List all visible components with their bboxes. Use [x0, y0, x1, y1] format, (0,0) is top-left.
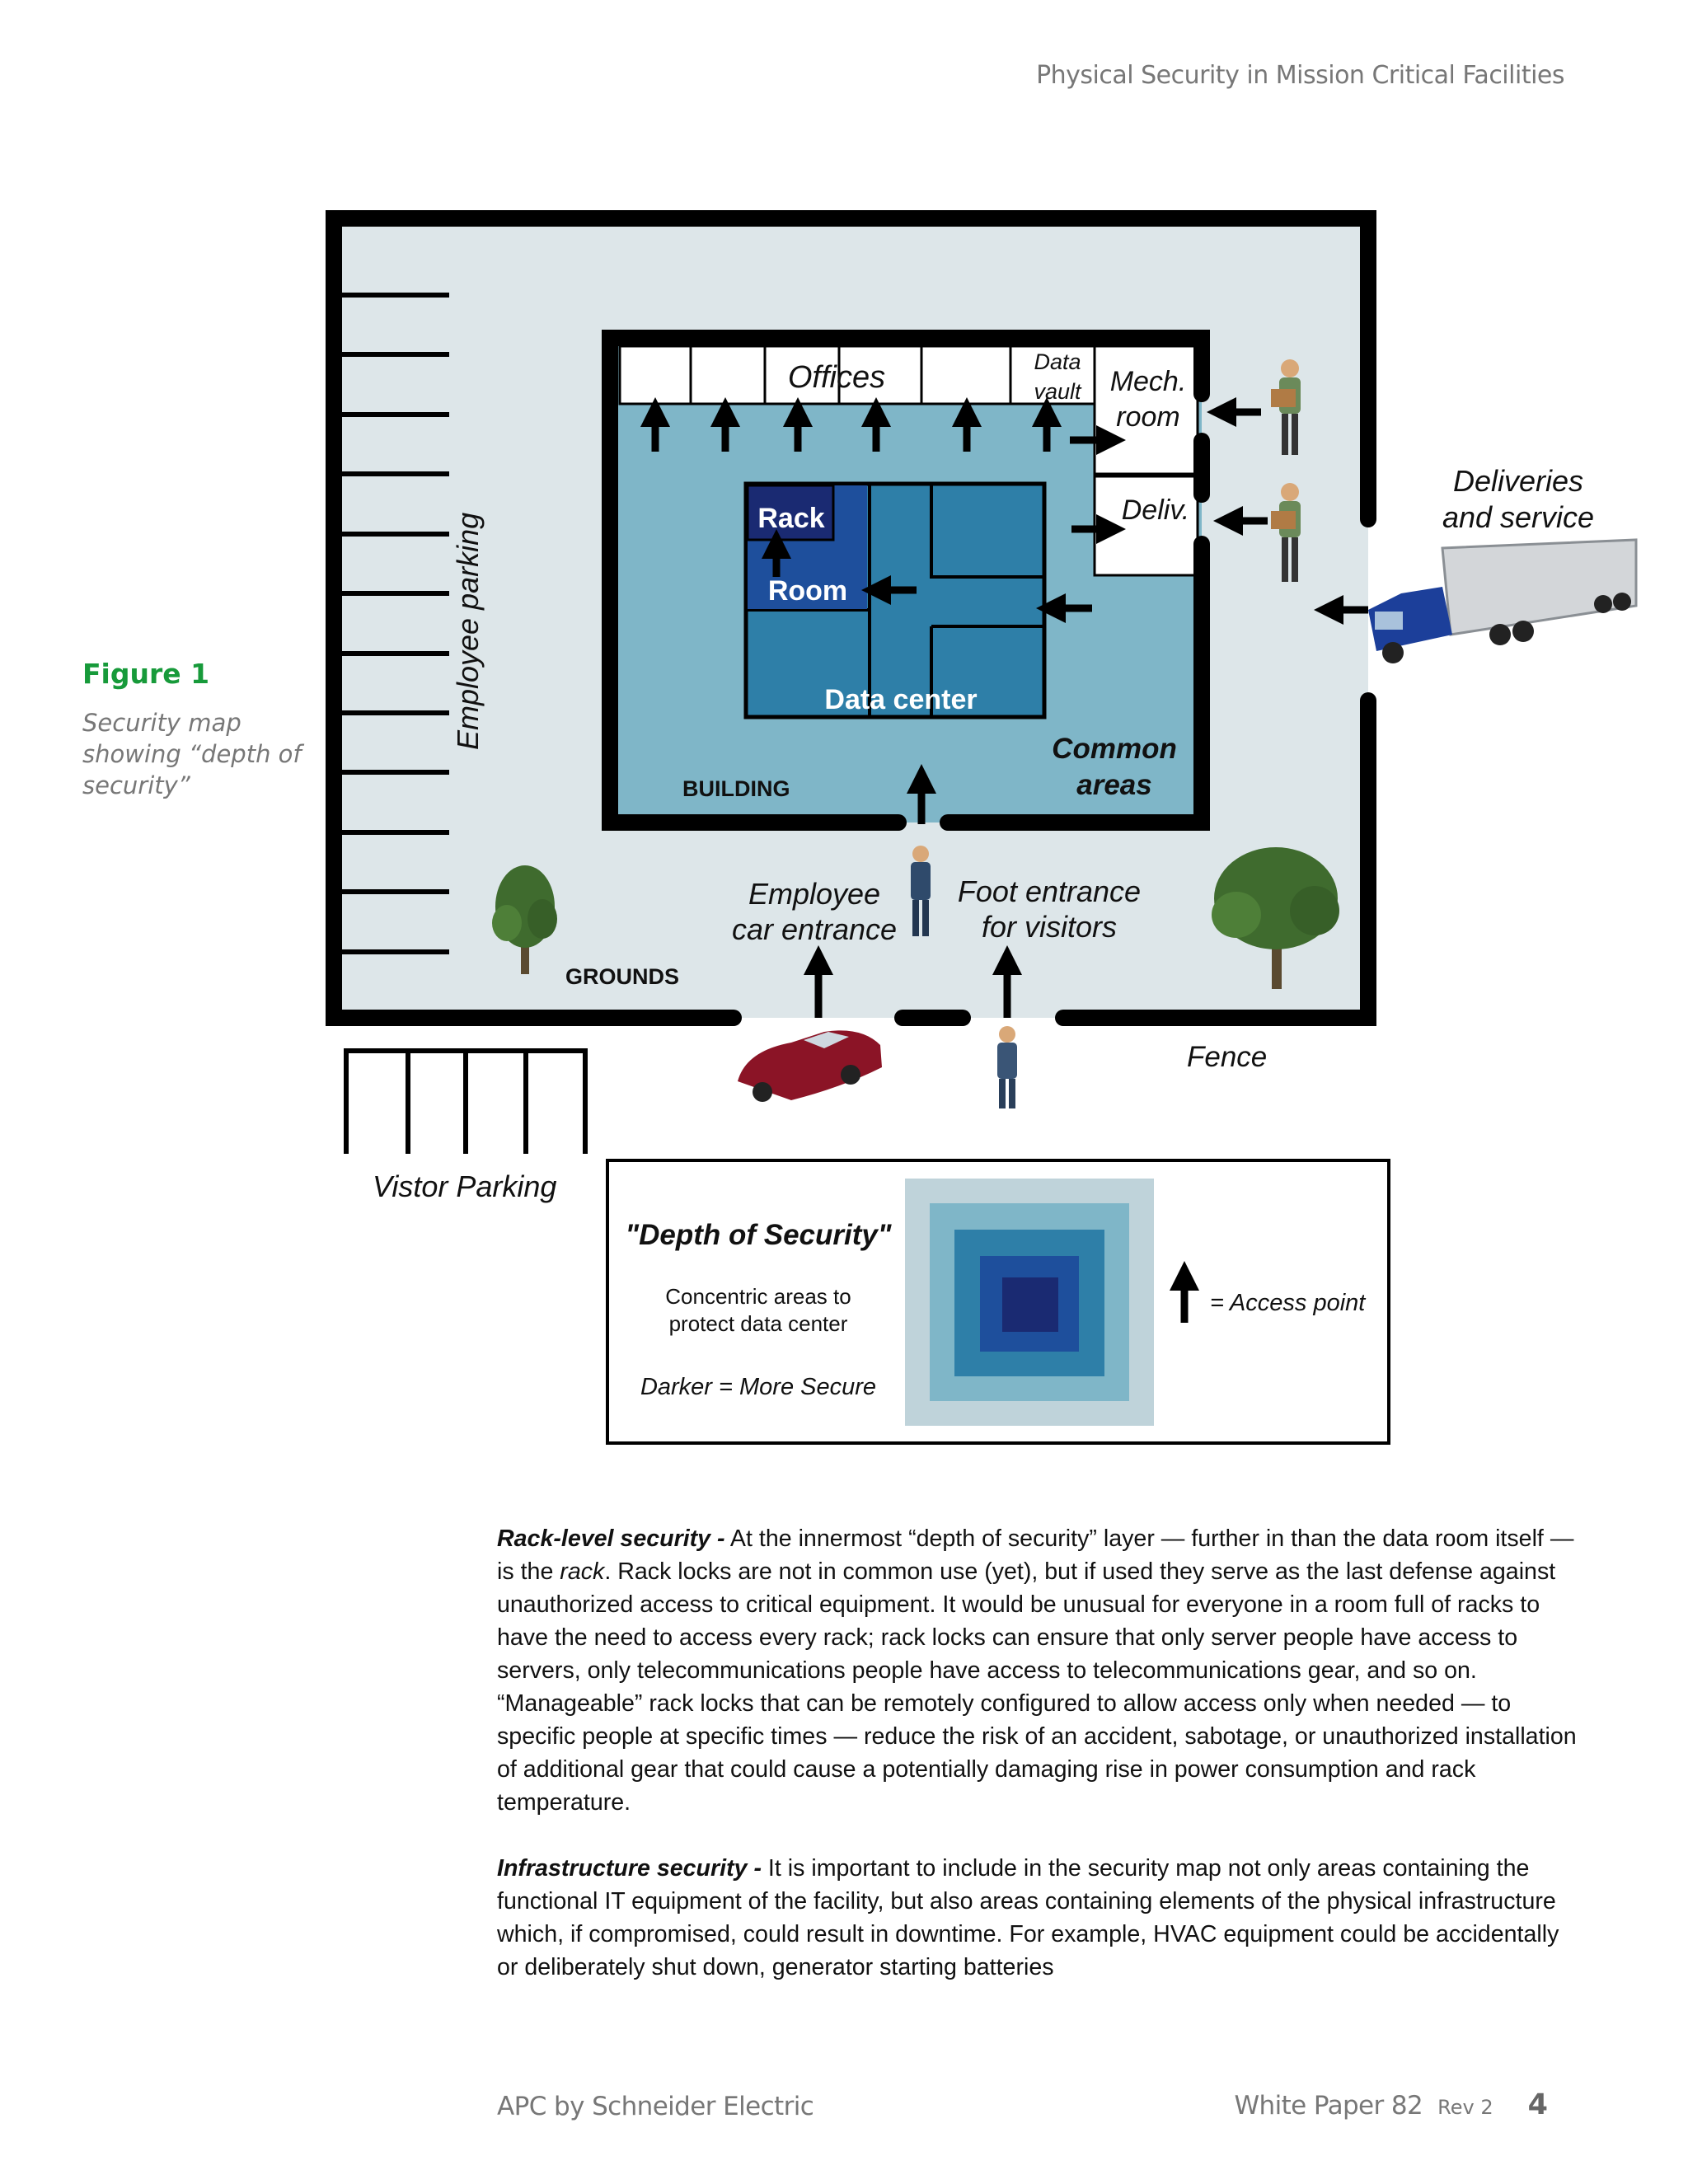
offices-row: [618, 344, 1096, 405]
mech-room-label-line2: room: [1116, 401, 1179, 433]
truck-icon: [1368, 538, 1638, 663]
tree-icon-left: [492, 865, 557, 974]
rack-label: Rack: [757, 503, 824, 534]
common-areas-label-line2: areas: [1076, 769, 1151, 801]
employee-car-entrance-label-line2: car entrance: [732, 912, 897, 946]
figure-caption: Security map showing “depth of security”: [82, 709, 302, 799]
mech-room-label-line1: Mech.: [1110, 366, 1187, 397]
access-point-arrows: [640, 397, 1368, 1018]
body-text: Rack-level security - At the innermost “…: [497, 1522, 1577, 2017]
footer-company: APC by Schneider Electric: [497, 2092, 814, 2121]
deliv-label: Deliv.: [1122, 494, 1190, 526]
legend-darker-note: Darker = More Secure: [640, 1374, 876, 1400]
employee-parking-label: Employee parking: [451, 513, 485, 750]
fence-label: Fence: [1187, 1041, 1267, 1073]
employee-parking-stripes: [342, 293, 449, 954]
perimeter-fence: [326, 210, 1376, 1026]
visitor-parking-label: Vistor Parking: [373, 1169, 556, 1203]
footer-right: White Paper 82 Rev 2 4: [1234, 2088, 1548, 2121]
p1-rack-emphasis: rack: [560, 1558, 605, 1585]
foot-entrance-label-line2: for visitors: [982, 910, 1117, 944]
rack-level-security-heading: Rack-level security -: [497, 1526, 725, 1552]
footer-paper: White Paper 82: [1234, 2091, 1423, 2121]
tree-icon-right: [1212, 847, 1339, 989]
building-label: BUILDING: [682, 776, 790, 801]
legend-line1: Concentric areas to: [665, 1284, 851, 1309]
deliveries-label-line2: and service: [1442, 500, 1594, 534]
security-map-diagram: Offices Data vault Mech. room Deliv. Rac…: [326, 210, 1638, 1445]
infrastructure-security-heading: Infrastructure security -: [497, 1855, 762, 1882]
p1-text-a: At the innermost “depth of security” lay…: [497, 1526, 1574, 1585]
paragraph-infrastructure-security: Infrastructure security - It is importan…: [497, 1852, 1577, 1984]
employee-person-icon: [911, 846, 931, 936]
data-vault-label-line2: vault: [1034, 379, 1082, 404]
foot-entrance-label-line1: Foot entrance: [958, 874, 1141, 908]
delivery-person-icon-1: [1271, 359, 1301, 455]
common-areas-label-line1: Common: [1052, 733, 1177, 765]
offices-label: Offices: [788, 360, 885, 395]
paragraph-rack-level-security: Rack-level security - At the innermost “…: [497, 1522, 1577, 1819]
figure-label: Figure 1: [82, 658, 210, 690]
grounds-label: GROUNDS: [565, 964, 679, 989]
delivery-person-icon-2: [1271, 483, 1301, 582]
data-vault-label-line1: Data: [1034, 349, 1081, 374]
room-label: Room: [768, 575, 847, 607]
building-walls: [602, 330, 1210, 831]
legend-line2: protect data center: [669, 1311, 848, 1336]
p1-text-b: . Rack locks are not in common use (yet)…: [497, 1558, 1577, 1816]
legend-access-point-label: = Access point: [1210, 1290, 1367, 1316]
car-icon: [738, 1030, 882, 1102]
page-header-title: Physical Security in Mission Critical Fa…: [1036, 61, 1564, 90]
footer-page-number: 4: [1527, 2088, 1548, 2121]
employee-car-entrance-label-line1: Employee: [748, 877, 880, 911]
visitor-person-icon: [997, 1026, 1017, 1108]
legend-title: "Depth of Security": [626, 1219, 892, 1251]
p2-text: It is important to include in the securi…: [497, 1855, 1559, 1980]
legend-square-inner: [1002, 1277, 1058, 1332]
data-center-label: Data center: [824, 684, 977, 715]
visitor-parking-stripes: [344, 1048, 588, 1154]
footer-rev: Rev 2: [1437, 2096, 1493, 2119]
deliveries-label-line1: Deliveries: [1453, 464, 1583, 498]
